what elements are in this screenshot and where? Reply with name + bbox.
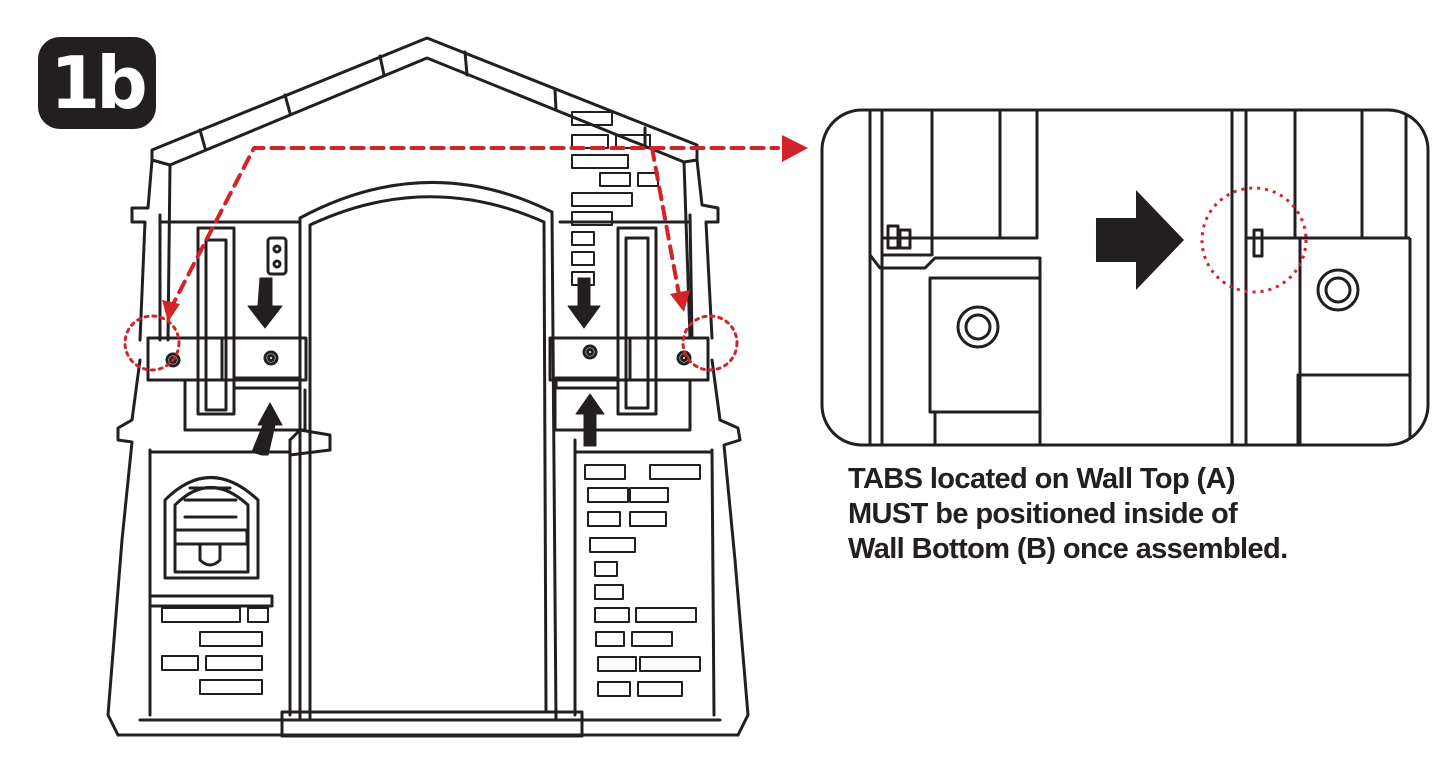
instruction-caption: TABS located on Wall Top (A) MUST be pos… [848, 462, 1408, 567]
arrow-icon [247, 277, 605, 456]
callout-arrows [168, 146, 780, 312]
caption-line-2: MUST be positioned inside of [848, 498, 1238, 530]
caption-line-3: Wall Bottom (B) once assembled. [848, 533, 1288, 565]
right-arrow-icon [1096, 190, 1184, 290]
caption-line-1: TABS located on Wall Top (A) [848, 463, 1236, 495]
tab-highlight-circle [1200, 186, 1308, 294]
brick-pattern [161, 111, 701, 697]
wall-outline [106, 36, 750, 738]
step-badge: 1b [38, 37, 156, 129]
mailbox-graphic [148, 476, 274, 608]
arrowhead-icon [162, 135, 808, 322]
highlight-circles [123, 314, 739, 372]
